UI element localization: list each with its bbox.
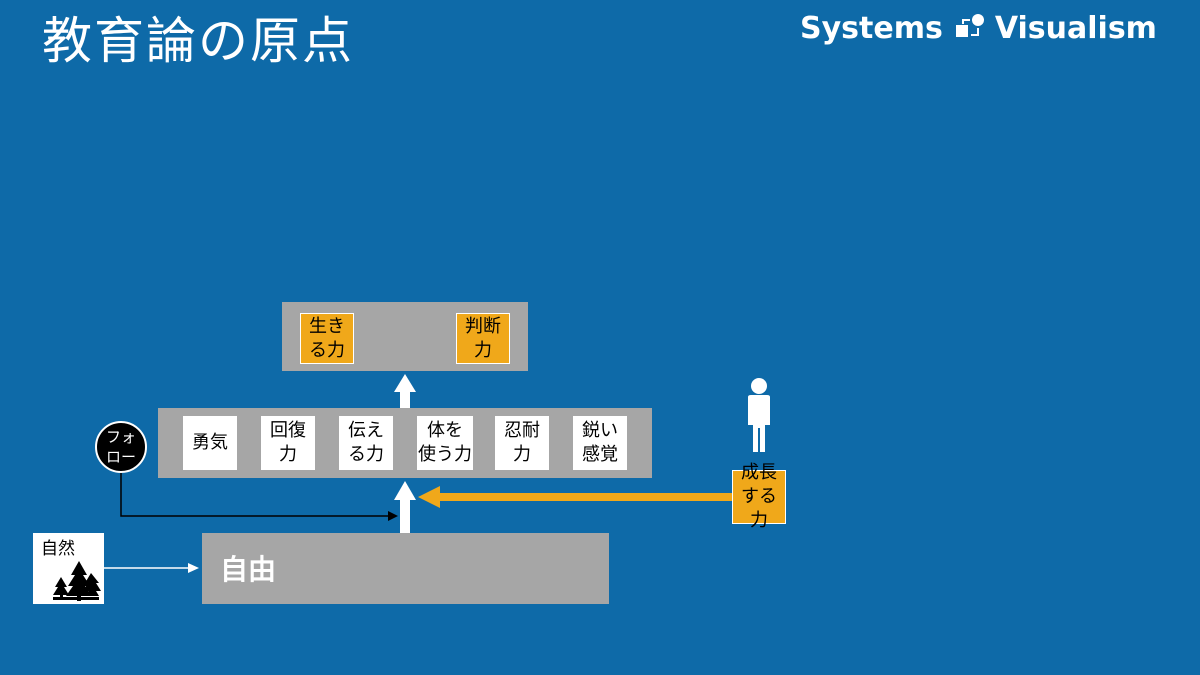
brand-logo: Systems Visualism	[800, 8, 1157, 48]
follow-circle: フォ ロー	[95, 421, 147, 473]
brand-left-text: Systems	[800, 10, 943, 46]
arrow-up-to-middle-panel	[394, 481, 416, 533]
skill-box-endurance: 忍耐 力	[495, 416, 549, 470]
freedom-label: 自由	[220, 553, 277, 586]
skill-box-courage: 勇気	[183, 416, 237, 470]
brand-right-text: Visualism	[994, 10, 1157, 46]
person-icon	[748, 378, 770, 452]
growth-arrow	[418, 486, 732, 508]
arrow-up-to-top-panel	[394, 374, 416, 408]
skill-box-physical: 体を 使う力	[417, 416, 473, 470]
skill-box-communication: 伝え る力	[339, 416, 393, 470]
follow-arrow	[120, 473, 398, 521]
page-title: 教育論の原点	[42, 12, 354, 70]
forest-icon	[53, 561, 101, 601]
skill-box-recovery: 回復 力	[261, 416, 315, 470]
ikiru-chikara-box: 生き る力	[300, 313, 354, 364]
systems-visualism-logo-icon	[955, 14, 984, 37]
freedom-panel	[202, 533, 609, 604]
skill-box-sharp-senses: 鋭い 感覚	[573, 416, 627, 470]
nature-box: 自然	[33, 533, 104, 604]
nature-label: 自然	[41, 539, 75, 559]
middle-panel	[158, 408, 652, 478]
handan-ryoku-box: 判断 力	[456, 313, 510, 364]
nature-arrow	[104, 563, 199, 573]
